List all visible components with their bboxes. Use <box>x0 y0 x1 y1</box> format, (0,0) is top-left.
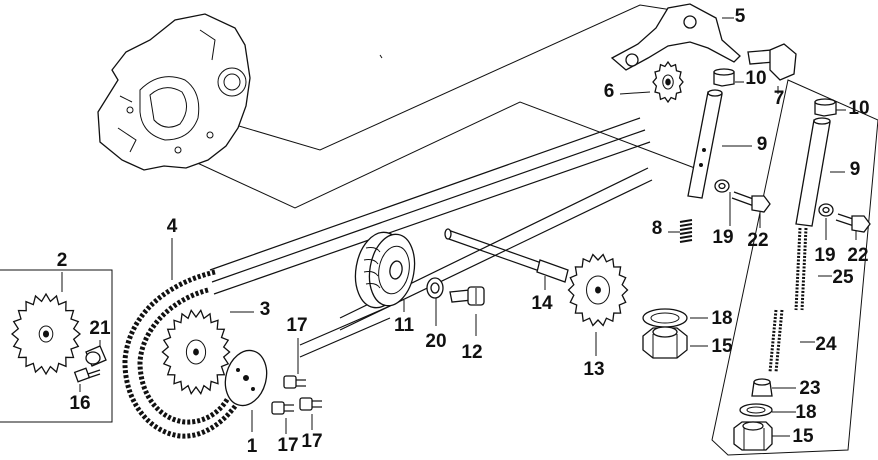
cam-sprocket-3 <box>161 309 231 395</box>
callout-p25: 25 <box>832 267 854 288</box>
guide-lines <box>0 4 878 456</box>
tensioner-pushrod-9-a <box>687 89 723 199</box>
callout-p12: 12 <box>461 342 482 363</box>
bolt-17-b <box>271 401 294 415</box>
bolt-12 <box>449 286 485 306</box>
callout-p6: 6 <box>604 81 615 102</box>
sealing-washer-18-a <box>642 308 688 328</box>
callout-p17a: 17 <box>286 315 307 336</box>
bolt-22-a <box>731 191 771 213</box>
callout-p22a: 22 <box>747 230 768 251</box>
tensioner-sprocket-13 <box>567 253 629 327</box>
spring-24 <box>768 309 784 373</box>
tensioner-pushrod-9-b <box>795 117 831 227</box>
washer-19-b <box>818 203 834 217</box>
bolt-17-c <box>299 397 322 411</box>
guide-roller-11 <box>354 231 416 309</box>
callout-p20: 20 <box>425 331 446 352</box>
spring-8 <box>679 219 693 243</box>
callout-p10b: 10 <box>848 98 869 119</box>
crankcase <box>97 13 251 171</box>
spring-seat-23 <box>751 378 773 397</box>
callout-p1: 1 <box>247 436 258 457</box>
bolt-22-b <box>835 213 871 233</box>
callout-p18a: 18 <box>711 308 732 329</box>
sealing-bolt-15-b <box>733 421 773 451</box>
sprocket-plate-1 <box>224 349 268 407</box>
callout-p9a: 9 <box>757 134 768 155</box>
callout-p19a: 19 <box>712 227 733 248</box>
callout-p5: 5 <box>735 6 746 27</box>
callout-p15a: 15 <box>711 336 733 357</box>
callout-p19b: 19 <box>814 245 835 266</box>
collar-21 <box>85 345 107 367</box>
bolt-17-a <box>283 375 306 389</box>
callout-p7: 7 <box>774 88 785 109</box>
drive-sprocket-2 <box>10 292 82 376</box>
callout-p3: 3 <box>260 299 271 320</box>
callout-p10a: 10 <box>745 68 766 89</box>
callout-p13: 13 <box>583 359 604 380</box>
callout-p24: 24 <box>815 334 837 355</box>
callout-p11: 11 <box>394 315 415 336</box>
callout-p14: 14 <box>531 293 553 314</box>
tensioner-sprocket-6 <box>652 60 684 104</box>
washer-20 <box>426 277 444 299</box>
cap-10-b <box>814 98 837 117</box>
drive-chain-4 <box>122 269 239 439</box>
callout-p17c: 17 <box>301 431 322 452</box>
sealing-washer-18-b <box>739 403 773 417</box>
tensioner-shaft-14 <box>444 228 569 283</box>
callout-p18b: 18 <box>795 402 816 423</box>
callout-p17b: 17 <box>277 435 298 456</box>
pivot-bolt-7 <box>747 43 797 81</box>
callout-p2: 2 <box>57 250 68 271</box>
callout-p15b: 15 <box>792 426 814 447</box>
callout-p9b: 9 <box>850 159 861 180</box>
callout-p21: 21 <box>89 318 111 339</box>
callout-p8: 8 <box>652 218 663 239</box>
sealing-bolt-15-a <box>642 326 688 359</box>
cap-10-a <box>713 68 735 87</box>
callout-p16: 16 <box>69 393 90 414</box>
tensioner-arm-5 <box>610 3 741 71</box>
callout-p23: 23 <box>799 378 820 399</box>
callout-p22b: 22 <box>847 245 868 266</box>
washer-19-a <box>714 179 730 193</box>
callout-p4: 4 <box>167 216 178 237</box>
spring-25 <box>794 227 808 311</box>
bolt-16 <box>73 367 101 383</box>
